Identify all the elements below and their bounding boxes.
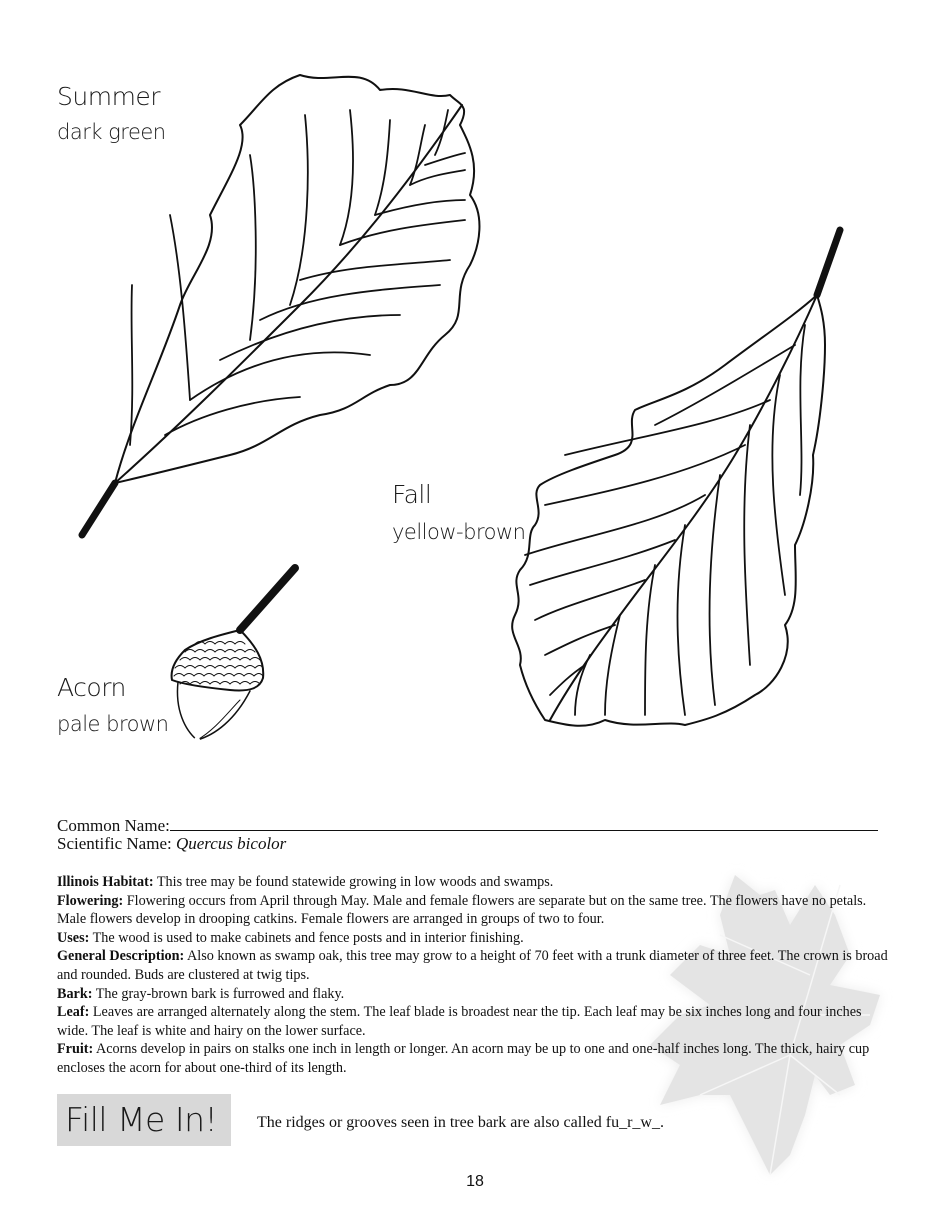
info-label: Fruit:: [57, 1041, 94, 1058]
info-text: This tree may be found statewide growing…: [156, 874, 554, 890]
common-name-label: Common Name:: [57, 816, 170, 835]
common-name-blank[interactable]: [169, 816, 878, 831]
info-label: Flowering:: [57, 892, 124, 909]
summer-leaf-drawing: [78, 74, 481, 539]
info-fruit: Fruit: Acorns develop in pairs on stalks…: [57, 1040, 892, 1077]
fill-me-in-badge: Fill Me In!: [57, 1094, 231, 1146]
common-name-row: Common Name:: [57, 816, 878, 835]
fall-label: Fall: [392, 480, 432, 509]
fill-me-in-label: Fill Me In!: [65, 1100, 218, 1139]
scientific-name-label: Scientific Name:: [57, 834, 172, 853]
info-label: Illinois Habitat:: [57, 874, 154, 890]
acorn-color: pale brown: [57, 712, 169, 736]
acorn-drawing: [170, 564, 299, 743]
summer-label: Summer: [57, 82, 161, 111]
info-label: Uses:: [57, 929, 90, 946]
info-text: Leaves are arranged alternately along th…: [57, 1004, 862, 1039]
info-text: The wood is used to make cabinets and fe…: [92, 929, 524, 946]
info-bark: Bark: The gray-brown bark is furrowed an…: [57, 985, 892, 1004]
info-flowering: Flowering: Flowering occurs from April t…: [57, 892, 892, 929]
info-text: The gray-brown bark is furrowed and flak…: [95, 985, 345, 1002]
info-text: Also known as swamp oak, this tree may g…: [57, 948, 888, 983]
info-habitat: Illinois Habitat: This tree may be found…: [57, 873, 892, 892]
summer-color: dark green: [57, 120, 166, 144]
info-label: General Description:: [57, 948, 185, 965]
acorn-label: Acorn: [57, 673, 126, 702]
fall-leaf-drawing: [511, 226, 844, 727]
species-info: Illinois Habitat: This tree may be found…: [57, 873, 892, 1078]
info-general-description: General Description: Also known as swamp…: [57, 947, 892, 984]
info-text: Acorns develop in pairs on stalks one in…: [57, 1041, 870, 1076]
scientific-name-row: Scientific Name: Quercus bicolor: [57, 835, 878, 853]
info-leaf: Leaf: Leaves are arranged alternately al…: [57, 1003, 892, 1040]
fill-in-question: The ridges or grooves seen in tree bark …: [257, 1114, 664, 1131]
scientific-name-value: Quercus bicolor: [175, 834, 287, 853]
info-text: Flowering occurs from April through May.…: [57, 892, 867, 928]
fall-color: yellow-brown: [392, 520, 526, 544]
info-uses: Uses: The wood is used to make cabinets …: [57, 929, 892, 948]
info-label: Bark:: [57, 985, 93, 1002]
page-number: 18: [466, 1173, 484, 1190]
names-block: Common Name: Scientific Name: Quercus bi…: [57, 816, 878, 853]
info-label: Leaf:: [57, 1004, 90, 1021]
watermark-oak-leaf: [650, 875, 880, 1176]
